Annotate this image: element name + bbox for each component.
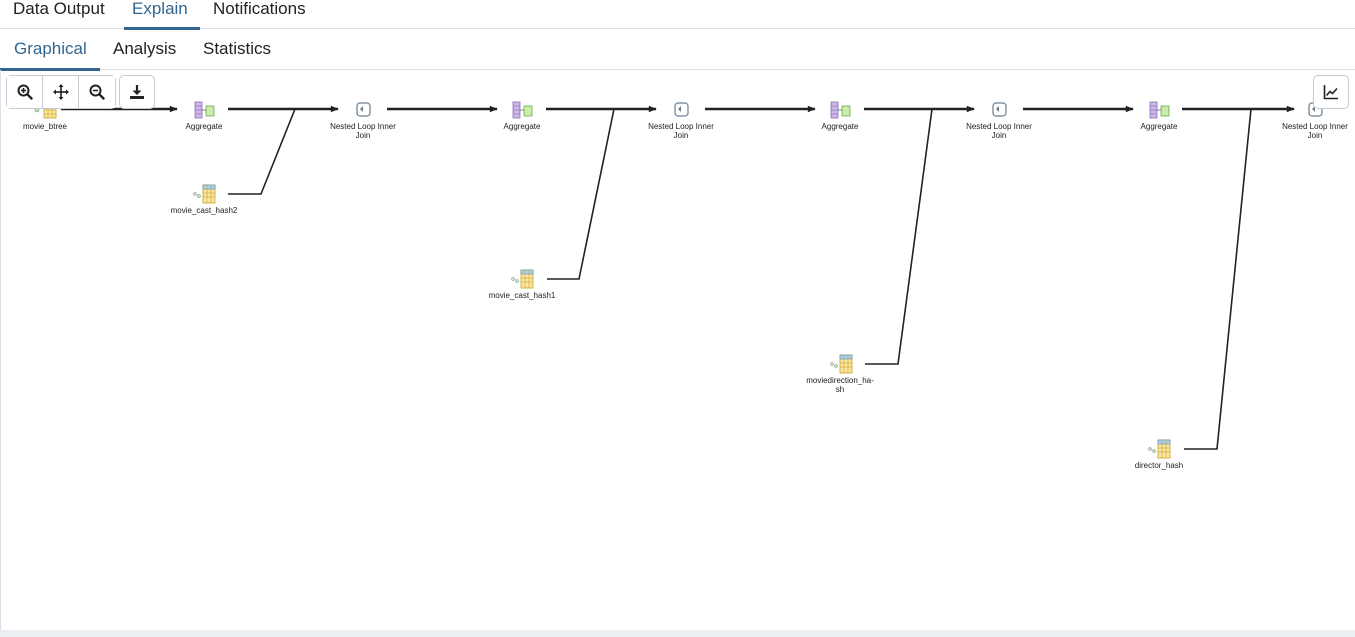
node-label: moviedirection_ha-sh bbox=[806, 376, 874, 394]
aggregate-icon bbox=[194, 101, 215, 119]
zoom-out-icon bbox=[89, 84, 105, 100]
node-label: Aggregate bbox=[1140, 122, 1178, 131]
nested-loop-icon bbox=[992, 102, 1007, 117]
plan-node-moviedirection-hash[interactable]: moviedirection_ha-sh bbox=[800, 354, 882, 394]
node-label: movie_cast_hash1 bbox=[488, 291, 556, 300]
node-label: Nested Loop Inner Join bbox=[966, 122, 1032, 140]
plan-node-aggregate-1[interactable]: Aggregate bbox=[164, 100, 244, 131]
plan-node-movie-cast-hash2[interactable]: movie_cast_hash2 bbox=[164, 184, 244, 215]
tab-notifications[interactable]: Notifications bbox=[213, 0, 306, 18]
edge bbox=[547, 108, 615, 280]
table-scan-icon bbox=[830, 354, 853, 374]
aggregate-icon bbox=[512, 101, 533, 119]
plan-edges bbox=[61, 105, 1295, 450]
nested-loop-icon bbox=[356, 102, 371, 117]
plan-node-aggregate-2[interactable]: Aggregate bbox=[482, 100, 562, 131]
node-label: Aggregate bbox=[821, 122, 859, 131]
table-scan-icon bbox=[511, 269, 534, 289]
tab-data-output[interactable]: Data Output bbox=[13, 0, 105, 18]
tab-statistics[interactable]: Statistics bbox=[203, 39, 272, 58]
download-button[interactable] bbox=[119, 75, 155, 109]
node-label: Nested Loop Inner Join bbox=[648, 122, 714, 140]
node-label: director_hash bbox=[1134, 461, 1184, 470]
node-label: movie_btree bbox=[22, 122, 68, 131]
zoom-in-icon bbox=[17, 84, 33, 100]
zoom-in-button[interactable] bbox=[7, 76, 43, 108]
plan-node-nested-loop-3[interactable]: Nested Loop Inner Join bbox=[959, 100, 1039, 140]
edge bbox=[1184, 108, 1252, 450]
node-label: Aggregate bbox=[185, 122, 223, 131]
edge bbox=[865, 108, 933, 365]
plan-node-aggregate-4[interactable]: Aggregate bbox=[1119, 100, 1199, 131]
edge bbox=[228, 108, 296, 195]
plan-node-movie-cast-hash1[interactable]: movie_cast_hash1 bbox=[482, 269, 562, 300]
table-scan-icon bbox=[193, 184, 216, 204]
plan-node-nested-loop-2[interactable]: Nested Loop Inner Join bbox=[641, 100, 721, 140]
node-label: Aggregate bbox=[503, 122, 541, 131]
move-arrows-icon bbox=[52, 84, 69, 100]
node-label: movie_cast_hash2 bbox=[170, 206, 238, 215]
line-chart-icon bbox=[1323, 85, 1338, 100]
statistics-chart-button[interactable] bbox=[1313, 75, 1349, 109]
bottom-scroll-area bbox=[0, 630, 1355, 637]
plan-node-movie-btree[interactable]: movie_btree bbox=[5, 100, 85, 131]
zoom-out-button[interactable] bbox=[79, 76, 115, 108]
plan-node-nested-loop-1[interactable]: Nested Loop Inner Join bbox=[323, 100, 403, 140]
tab-analysis[interactable]: Analysis bbox=[113, 39, 177, 58]
explain-subtabs: Graphical Analysis Statistics bbox=[0, 30, 1355, 71]
download-icon bbox=[130, 85, 144, 99]
result-tabs: Data Output Explain Notifications bbox=[0, 0, 1355, 30]
node-label: Nested Loop Inner Join bbox=[1282, 122, 1348, 140]
aggregate-icon bbox=[1149, 101, 1170, 119]
table-scan-icon bbox=[34, 105, 57, 119]
fit-to-view-button[interactable] bbox=[43, 76, 79, 108]
table-scan-icon bbox=[1148, 439, 1171, 459]
zoom-toolbar bbox=[6, 75, 116, 109]
aggregate-icon bbox=[830, 101, 851, 119]
node-label: Nested Loop Inner Join bbox=[330, 122, 396, 140]
explain-graph-canvas[interactable]: movie_btree Aggregate Nested Loop Inner … bbox=[0, 70, 1355, 630]
tab-graphical[interactable]: Graphical bbox=[0, 38, 100, 71]
tab-explain[interactable]: Explain bbox=[124, 0, 200, 30]
plan-node-director-hash[interactable]: director_hash bbox=[1119, 439, 1199, 470]
plan-node-aggregate-3[interactable]: Aggregate bbox=[800, 100, 880, 131]
nested-loop-icon bbox=[674, 102, 689, 117]
